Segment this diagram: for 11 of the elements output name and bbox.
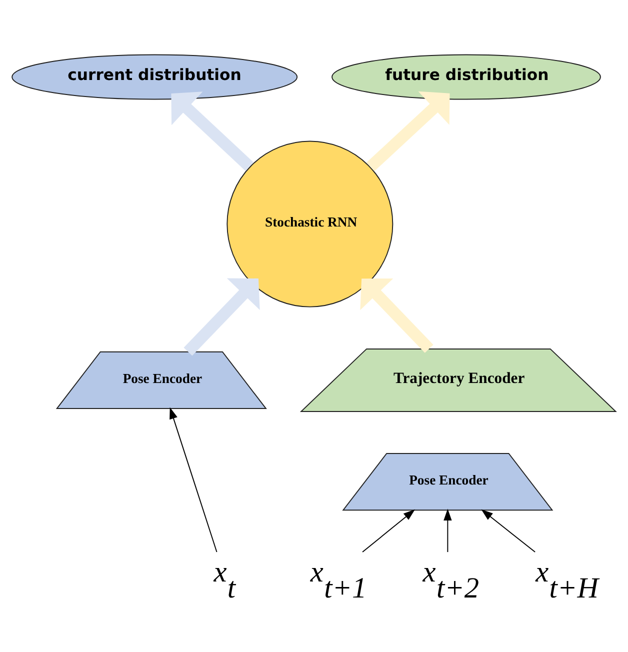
arrow [481, 508, 536, 552]
arrow [360, 278, 434, 352]
arrow [362, 508, 416, 552]
node-ellipse: future distribution [332, 54, 601, 100]
arrow [184, 278, 260, 356]
node-circle: Stochastic RNN [226, 140, 394, 307]
node-ellipse: current distribution [12, 54, 298, 100]
arrow [171, 91, 254, 170]
arrow [444, 508, 452, 552]
arrow [170, 406, 218, 552]
arrow [366, 90, 450, 171]
